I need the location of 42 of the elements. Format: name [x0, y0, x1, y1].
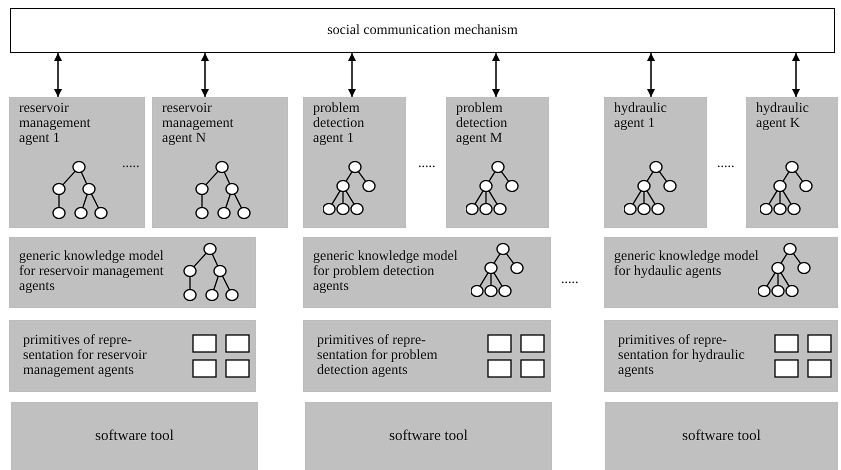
model-label: generic knowledge model for problem detection agents — [313, 249, 458, 294]
model-label: generic knowledge model for hydaulic agents — [614, 249, 759, 279]
primitives-box — [9, 320, 256, 392]
tool-label: software tool — [388, 426, 469, 446]
model-box — [604, 237, 838, 308]
primitives-label: primitives of repre- sentation for problem detection agents — [317, 333, 439, 378]
tool-label: software tool — [681, 426, 762, 446]
agent-label: reservoir management agent N — [162, 101, 235, 146]
primitives-label: primitives of repre- sentation for reservoir management agents — [23, 333, 148, 378]
agent-label: hydraulic agent K — [756, 101, 810, 131]
tool-box — [11, 402, 258, 470]
primitives-box — [604, 320, 838, 392]
double-arrow — [492, 53, 500, 97]
model-box — [9, 237, 256, 308]
tool-box — [305, 402, 552, 470]
double-arrow — [54, 53, 62, 97]
agent-label: problem detection agent M — [456, 101, 508, 146]
agent-box — [604, 97, 707, 228]
tool-box — [605, 402, 838, 470]
agent-box — [303, 97, 406, 228]
tool-label: software tool — [94, 426, 175, 446]
double-arrow — [201, 53, 209, 97]
agent-label: problem detection agent 1 — [313, 101, 366, 146]
double-arrow — [348, 53, 356, 97]
mechanism-bar — [10, 8, 835, 53]
ellipsis-label: ..... — [717, 156, 734, 172]
agent-box — [446, 97, 549, 228]
agent-box — [9, 97, 145, 228]
agent-label: reservoir management agent 1 — [19, 101, 92, 146]
primitives-label: primitives of repre- sentation for hydraulic agents — [618, 333, 746, 378]
model-box — [303, 237, 551, 308]
agent-box — [152, 97, 288, 228]
ellipsis-label: ..... — [122, 156, 140, 172]
double-arrow — [647, 53, 655, 97]
double-arrow — [792, 53, 800, 97]
bar-label: social communication mechanism — [327, 22, 518, 38]
agent-box — [746, 97, 838, 228]
ellipsis-label: ..... — [418, 156, 436, 172]
agent-label: hydraulic agent 1 — [614, 101, 668, 131]
primitives-box — [303, 320, 551, 392]
ellipsis-label: ..... — [561, 272, 578, 288]
model-label: generic knowledge model for reservoir management agents — [19, 249, 164, 294]
